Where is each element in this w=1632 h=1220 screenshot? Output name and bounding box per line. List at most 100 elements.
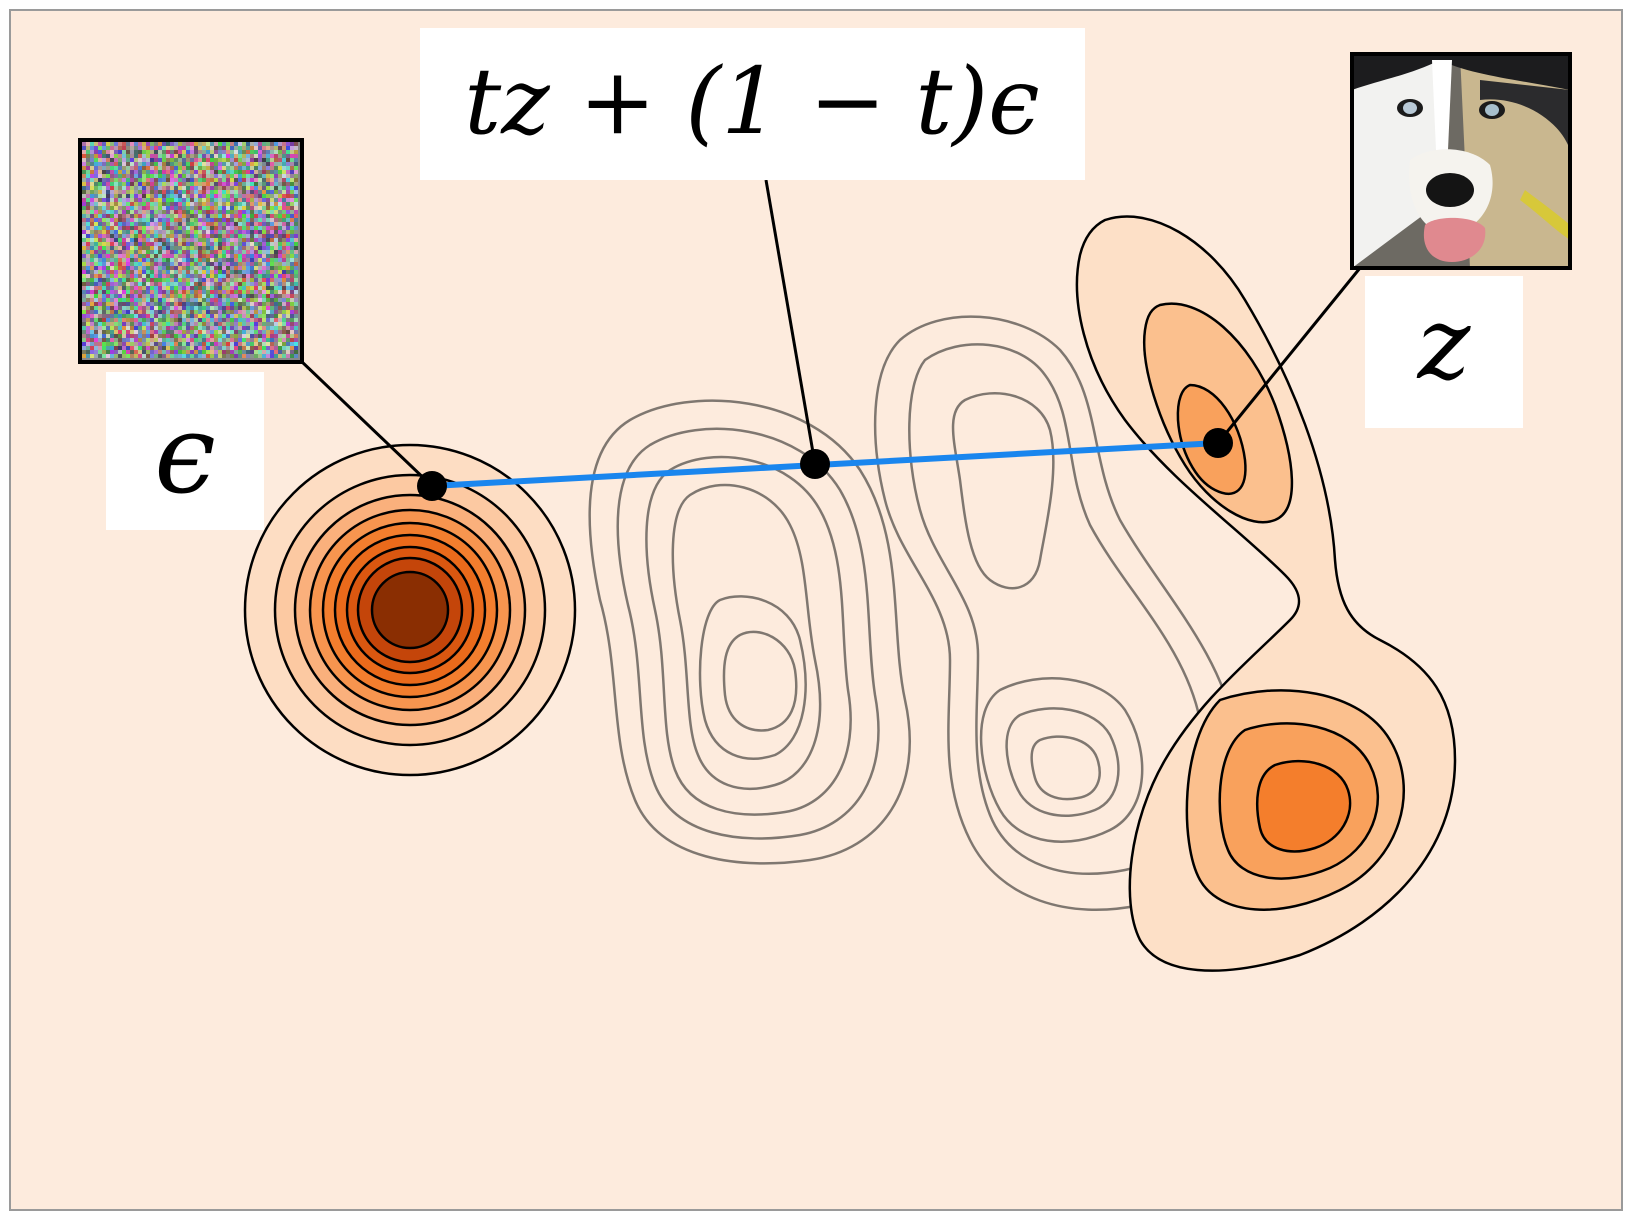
- noise-pixel: [134, 330, 138, 334]
- noise-pixel: [258, 210, 262, 214]
- noise-pixel: [186, 322, 190, 326]
- noise-pixel: [130, 338, 134, 342]
- noise-pixel: [82, 354, 86, 358]
- noise-pixel: [202, 242, 206, 246]
- noise-pixel: [162, 330, 166, 334]
- noise-pixel: [138, 346, 142, 350]
- noise-pixel: [110, 182, 114, 186]
- noise-pixel: [274, 350, 278, 354]
- noise-pixel: [198, 318, 202, 322]
- noise-pixel: [294, 166, 298, 170]
- noise-pixel: [198, 286, 202, 290]
- noise-pixel: [242, 142, 246, 146]
- noise-pixel: [210, 342, 214, 346]
- noise-pixel: [270, 250, 274, 254]
- noise-pixel: [118, 146, 122, 150]
- noise-pixel: [250, 158, 254, 162]
- noise-pixel: [158, 238, 162, 242]
- noise-pixel: [254, 262, 258, 266]
- noise-pixel: [154, 274, 158, 278]
- noise-pixel: [166, 222, 170, 226]
- noise-pixel: [126, 182, 130, 186]
- noise-pixel: [234, 194, 238, 198]
- noise-pixel: [226, 206, 230, 210]
- noise-pixel: [274, 242, 278, 246]
- noise-pixel: [150, 146, 154, 150]
- noise-pixel: [222, 314, 226, 318]
- noise-pixel: [254, 302, 258, 306]
- noise-pixel: [262, 354, 266, 358]
- noise-pixel: [106, 242, 110, 246]
- noise-pixel: [266, 270, 270, 274]
- noise-pixel: [146, 186, 150, 190]
- noise-pixel: [150, 346, 154, 350]
- noise-pixel: [86, 166, 90, 170]
- noise-pixel: [278, 238, 282, 242]
- noise-pixel: [166, 234, 170, 238]
- noise-pixel: [90, 222, 94, 226]
- noise-pixel: [230, 158, 234, 162]
- data-label: z: [1417, 285, 1472, 402]
- noise-pixel: [94, 314, 98, 318]
- noise-pixel: [126, 242, 130, 246]
- noise-pixel: [222, 326, 226, 330]
- noise-pixel: [162, 302, 166, 306]
- noise-pixel: [94, 146, 98, 150]
- noise-pixel: [110, 186, 114, 190]
- noise-pixel: [218, 338, 222, 342]
- noise-pixel: [266, 198, 270, 202]
- noise-pixel: [82, 194, 86, 198]
- noise-pixel: [134, 282, 138, 286]
- noise-pixel: [90, 226, 94, 230]
- noise-pixel: [98, 242, 102, 246]
- noise-pixel: [270, 322, 274, 326]
- noise-pixel: [146, 314, 150, 318]
- noise-pixel: [82, 314, 86, 318]
- noise-contour-9: [370, 570, 450, 650]
- noise-pixel: [166, 258, 170, 262]
- noise-pixel: [154, 306, 158, 310]
- noise-pixel: [86, 226, 90, 230]
- noise-pixel: [278, 246, 282, 250]
- noise-pixel: [218, 286, 222, 290]
- noise-pixel: [114, 242, 118, 246]
- noise-pixel: [254, 322, 258, 326]
- noise-pixel: [118, 182, 122, 186]
- noise-pixel: [154, 270, 158, 274]
- noise-pixel: [198, 170, 202, 174]
- noise-pixel: [222, 290, 226, 294]
- noise-pixel: [162, 198, 166, 202]
- noise-pixel: [282, 218, 286, 222]
- noise-pixel: [194, 170, 198, 174]
- noise-pixel: [206, 346, 210, 350]
- dog-left-iris: [1403, 102, 1417, 114]
- noise-pixel: [166, 330, 170, 334]
- noise-pixel: [190, 230, 194, 234]
- noise-pixel: [266, 334, 270, 338]
- noise-pixel: [258, 186, 262, 190]
- noise-pixel: [250, 314, 254, 318]
- noise-pixel: [286, 182, 290, 186]
- noise-pixel: [130, 354, 134, 358]
- noise-pixel: [274, 142, 278, 146]
- noise-pixel: [254, 330, 258, 334]
- noise-pixel: [158, 330, 162, 334]
- noise-pixel: [138, 350, 142, 354]
- noise-pixel: [258, 302, 262, 306]
- noise-pixel: [102, 166, 106, 170]
- noise-pixel: [290, 202, 294, 206]
- noise-pixel: [258, 206, 262, 210]
- noise-pixel: [194, 326, 198, 330]
- noise-pixel: [150, 326, 154, 330]
- noise-pixel: [270, 238, 274, 242]
- noise-pixel: [126, 222, 130, 226]
- noise-pixel: [102, 254, 106, 258]
- noise-pixel: [214, 254, 218, 258]
- intermediate-2-contour-4: [979, 677, 1144, 843]
- noise-pixel: [242, 190, 246, 194]
- noise-pixel: [142, 142, 146, 146]
- noise-pixel: [102, 178, 106, 182]
- noise-pixel: [270, 258, 274, 262]
- noise-pixel: [214, 218, 218, 222]
- noise-pixel: [206, 250, 210, 254]
